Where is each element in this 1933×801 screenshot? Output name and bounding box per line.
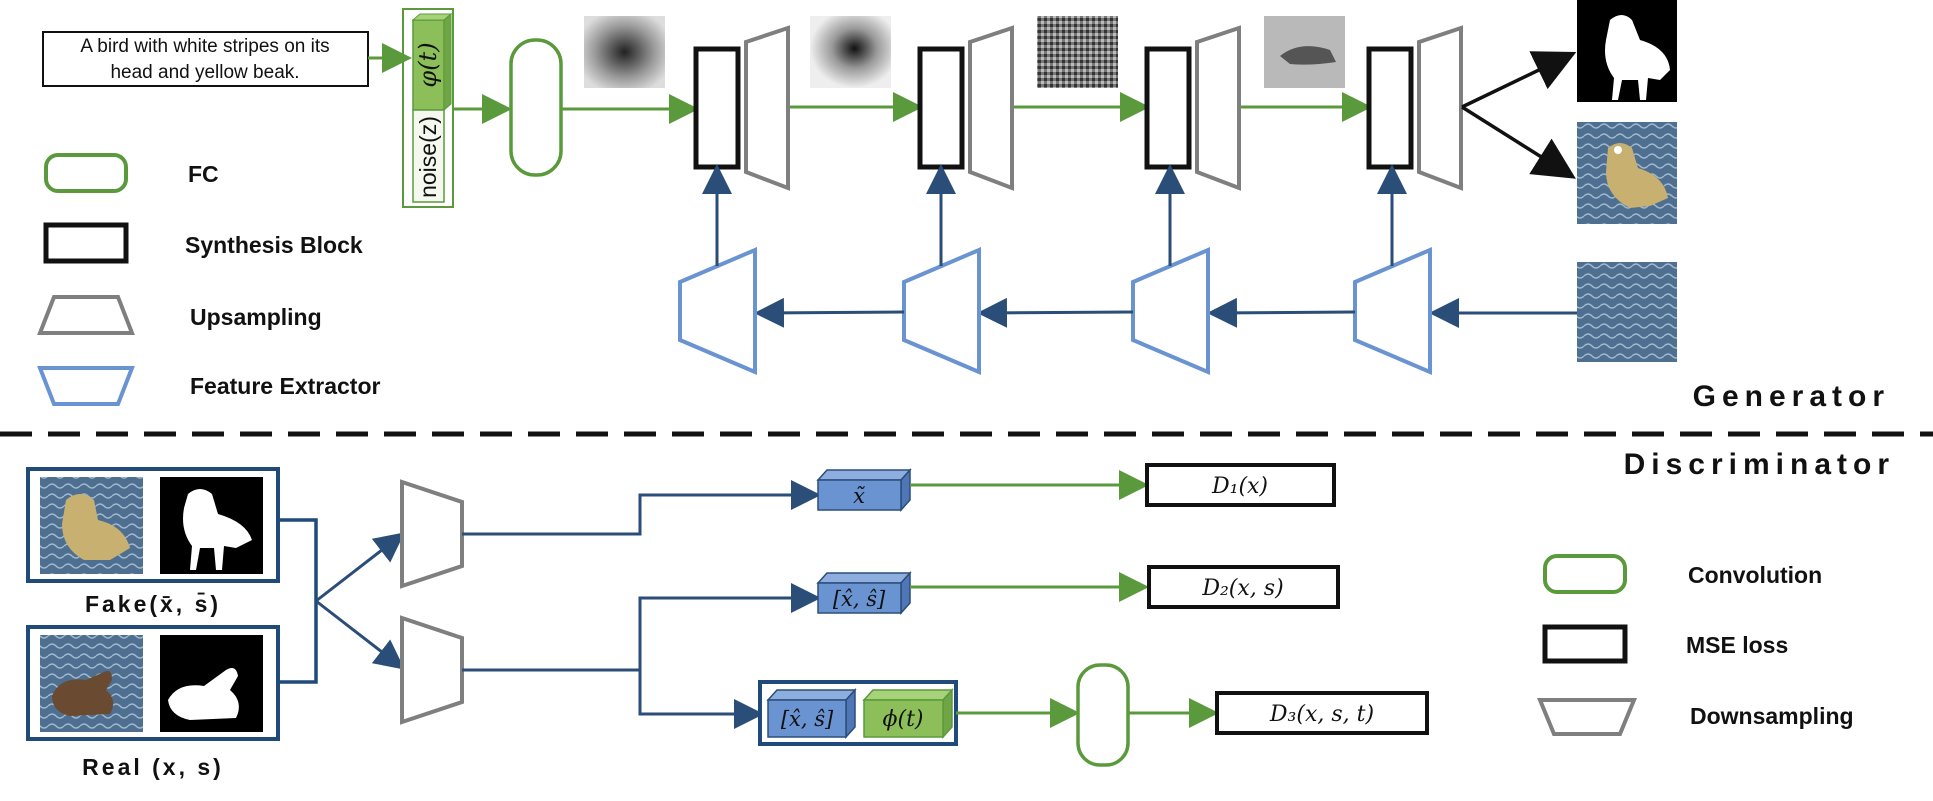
fake-label: Fake(x̄, s̄) [85,591,221,617]
d2-label: D₂(x, s) [1201,576,1283,601]
upsampling-3 [1195,25,1241,191]
feature-extractor-3 [1131,246,1210,376]
downsampling-1 [400,479,464,589]
convolution-node [1076,663,1130,767]
legend-fc-label: FC [188,161,219,187]
discriminator-title: Discriminator [1624,448,1895,481]
upsampling-4 [1417,25,1463,191]
node-x-label: x̃ [853,484,865,508]
node-phi-label: ϕ(t) [882,707,923,732]
d1-label: D₁(x) [1211,474,1268,499]
d3-label: D₃(x, s, t) [1269,702,1374,727]
route-to-xs [462,583,821,672]
output-d2: D₂(x, s) [1147,565,1340,609]
upsampling-1 [744,25,790,191]
synthesis-stage-3 [1144,25,1241,191]
feature-extractor-2 [902,246,981,376]
node-xs-phi-group: [x̂, ŝ] ϕ(t) [758,680,958,746]
legend-feature-extractor-label: Feature Extractor [190,373,381,399]
node-x-tilde: x̃ [816,468,912,512]
fc-node [509,38,563,177]
noise-block [412,109,445,203]
legend-mse-symbol [1542,624,1628,664]
legend-upsampling-symbol [37,295,135,335]
phi-label: φ(t) [414,42,442,87]
output-bird-image [1577,122,1677,224]
legend-convolution-symbol [1543,554,1627,594]
node-xs2-label: [x̂, ŝ] [781,707,834,731]
generator-legend: FC Synthesis Block Upsampling Feature Ex… [37,153,381,406]
route-to-xs-phi [638,670,764,729]
fake-pair [26,467,280,583]
synthesis-block-2 [917,46,965,170]
text-embedding-stack: φ(t) noise(z) [402,8,454,208]
text-input-line1: A bird with white stripes on its [80,36,329,57]
legend-synthesis-label: Synthesis Block [185,232,363,258]
route-to-x [462,480,821,536]
legend-fc-symbol [44,153,128,193]
pair-merge-connector [278,518,318,684]
legend-downsampling-symbol [1537,698,1637,736]
noise-label: noise(z) [415,116,441,198]
intermediate-image-2 [810,16,891,88]
output-d3: D₃(x, s, t) [1215,691,1429,735]
synthesis-stage-1 [693,25,790,191]
synthesis-block-4 [1366,46,1414,170]
synthesis-block-1 [693,46,741,170]
legend-convolution-label: Convolution [1688,562,1822,588]
input-background-image [1577,262,1677,362]
feature-extractor-1 [678,246,757,376]
legend-mse-label: MSE loss [1686,632,1788,658]
legend-downsampling-label: Downsampling [1690,703,1854,729]
upsampling-2 [968,25,1014,191]
output-mask-image [1577,0,1677,102]
legend-synthesis-symbol [43,222,129,264]
intermediate-image-3 [1037,16,1118,88]
output-d1: D₁(x) [1145,463,1336,507]
legend-feature-extractor-symbol [37,366,135,406]
real-pair [26,625,280,741]
text-input-box: A bird with white stripes on its head an… [42,31,369,87]
real-label: Real (x, s) [82,754,224,780]
intermediate-image-1 [584,16,665,88]
synthesis-stage-4 [1366,25,1463,191]
text-input-line2: head and yellow beak. [110,62,299,83]
downsampling-2 [400,615,464,725]
synthesis-stage-2 [917,25,1014,191]
arrow-to-mask-output [1461,51,1577,109]
generator-title: Generator [1693,380,1890,413]
legend-upsampling-label: Upsampling [190,304,322,330]
feature-extractor-4 [1353,246,1432,376]
synthesis-block-3 [1144,46,1192,170]
intermediate-image-4 [1264,16,1345,88]
arrow-to-image-output [1461,105,1576,179]
node-xs-1: [x̂, ŝ] [816,571,912,615]
discriminator-legend: Convolution MSE loss Downsampling [1537,554,1854,736]
node-xs1-label: [x̂, ŝ] [833,587,886,611]
